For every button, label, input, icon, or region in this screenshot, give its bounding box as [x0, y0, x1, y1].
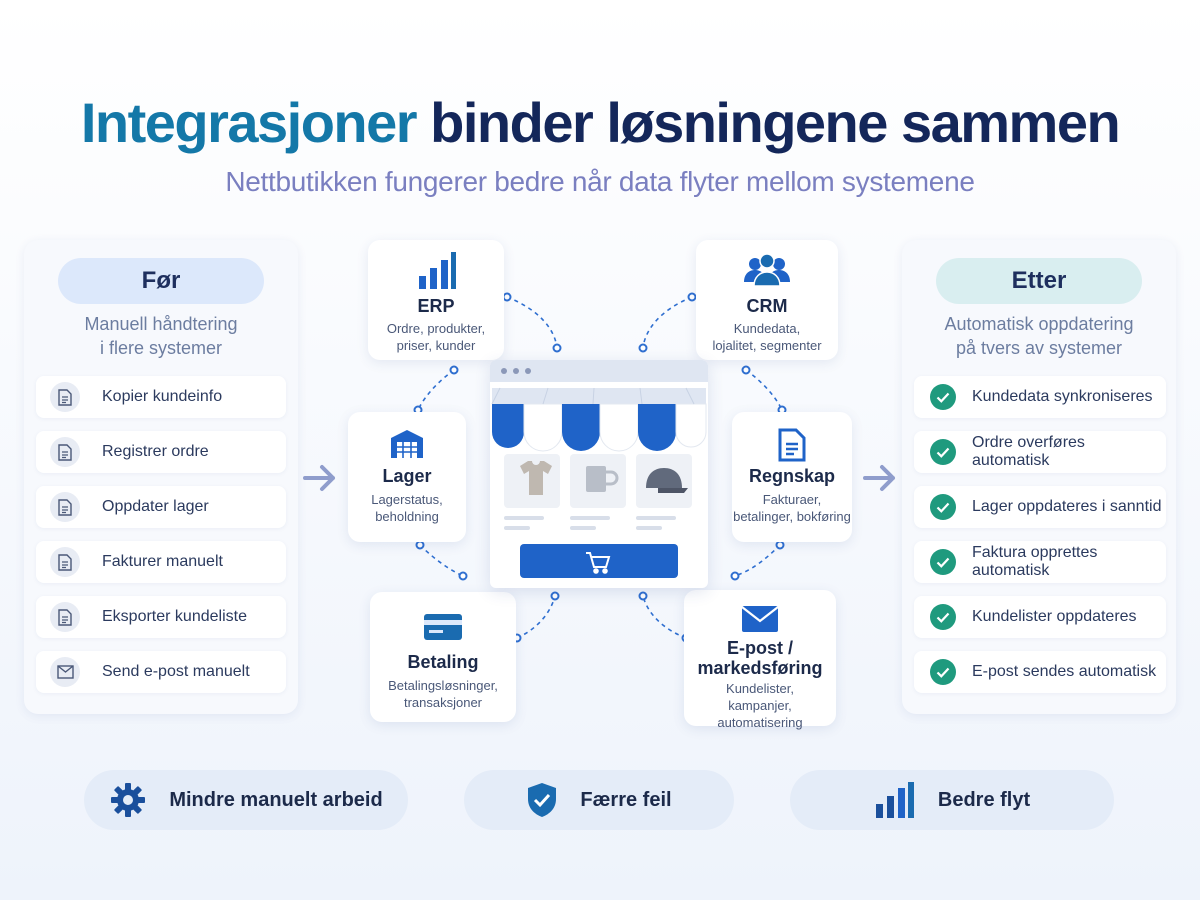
system-card-regnskap: Regnskap Fakturaer, betalinger, bokførin… — [732, 412, 852, 542]
browser-dots-icon — [501, 368, 531, 374]
card-title: CRM — [746, 296, 788, 316]
card-description: Kundedata, lojalitet, segmenter — [712, 321, 822, 353]
after-step: E-post sendes automatisk — [914, 651, 1166, 693]
card-title: ERP — [417, 296, 455, 316]
title-highlight: Integrasjoner — [80, 91, 418, 154]
system-card-crm: CRM Kundedata, lojalitet, segmenter — [696, 240, 838, 360]
card-description: Ordre, produkter, priser, kunder — [386, 321, 486, 353]
document-icon — [778, 428, 806, 462]
cart-icon — [586, 552, 611, 574]
card-title: E-post / markedsføring — [697, 638, 823, 678]
document-icon — [50, 547, 80, 577]
card-description: Fakturaer, betalinger, bokføring — [733, 492, 851, 524]
before-step: Send e-post manuelt — [36, 651, 286, 693]
before-step: Registrer ordre — [36, 431, 286, 473]
mail-icon — [50, 657, 80, 687]
system-card-erp: ERP Ordre, produkter, priser, kunder — [368, 240, 504, 360]
credit-card-icon — [424, 614, 462, 640]
arrow-right-icon — [863, 465, 895, 491]
check-icon — [930, 659, 956, 685]
arrow-right-icon — [303, 465, 335, 491]
check-icon — [930, 549, 956, 575]
document-icon — [50, 602, 80, 632]
before-step: Eksporter kundeliste — [36, 596, 286, 638]
after-step: Kundelister oppdateres — [914, 596, 1166, 638]
bar-chart-icon — [419, 252, 456, 289]
before-step: Oppdater lager — [36, 486, 286, 528]
after-step: Lager oppdateres i sanntid — [914, 486, 1166, 528]
document-icon — [50, 492, 80, 522]
cap-icon — [646, 468, 688, 493]
page-title: Integrasjoner binder løsningene sammen — [0, 88, 1200, 158]
mug-icon — [586, 466, 619, 492]
system-card-lager: Lager Lagerstatus, beholdning — [348, 412, 466, 542]
benefit-fewer-errors: Færre feil — [464, 770, 734, 830]
benefit-better-flow: Bedre flyt — [790, 770, 1114, 830]
before-label: Før — [58, 258, 264, 304]
webshop-illustration — [490, 360, 708, 588]
card-title: Lager — [382, 466, 432, 486]
check-icon — [930, 604, 956, 630]
card-title: Betaling — [407, 652, 479, 672]
check-icon — [930, 494, 956, 520]
system-card-betaling: Betaling Betalingsløsninger, transaksjon… — [370, 592, 516, 722]
after-step: Ordre overføres automatisk — [914, 431, 1166, 473]
before-description: Manuell håndtering i flere systemer — [84, 314, 238, 358]
document-icon — [50, 382, 80, 412]
before-steps: Kopier kundeinfo Registrer ordre Oppdate… — [36, 376, 286, 706]
after-description: Automatisk oppdatering på tvers av syste… — [944, 314, 1134, 358]
after-label: Etter — [936, 258, 1142, 304]
shield-check-icon — [528, 783, 557, 817]
card-description: Lagerstatus, beholdning — [371, 492, 443, 524]
check-icon — [930, 384, 956, 410]
envelope-icon — [741, 606, 779, 632]
check-icon — [930, 439, 956, 465]
document-icon — [50, 437, 80, 467]
after-step: Kundedata synkroniseres — [914, 376, 1166, 418]
card-description: Kundelister, kampanjer, automatisering — [717, 681, 803, 730]
users-icon — [744, 253, 790, 287]
after-step: Faktura opprettes automatisk — [914, 541, 1166, 583]
card-title: Regnskap — [748, 466, 836, 486]
page-subtitle: Nettbutikken fungerer bedre når data fly… — [225, 166, 975, 197]
tshirt-icon — [520, 461, 552, 495]
after-steps: Kundedata synkroniseres Ordre overføres … — [914, 376, 1166, 706]
before-step: Kopier kundeinfo — [36, 376, 286, 418]
card-description: Betalingsløsninger, transaksjoner — [388, 678, 498, 710]
system-card-epost: E-post / markedsføring Kundelister, kamp… — [684, 590, 836, 730]
before-panel: Før Manuell håndtering i flere systemer … — [24, 240, 298, 714]
gear-icon — [111, 783, 146, 817]
bar-chart-icon — [875, 782, 914, 818]
awning-icon — [491, 387, 707, 452]
title-rest: binder løsningene sammen — [430, 91, 1121, 154]
before-step: Fakturer manuelt — [36, 541, 286, 583]
storefront-icon — [490, 360, 708, 578]
after-panel: Etter Automatisk oppdatering på tvers av… — [902, 240, 1176, 714]
warehouse-icon — [391, 430, 423, 458]
benefit-less-manual-work: Mindre manuelt arbeid — [84, 770, 408, 830]
